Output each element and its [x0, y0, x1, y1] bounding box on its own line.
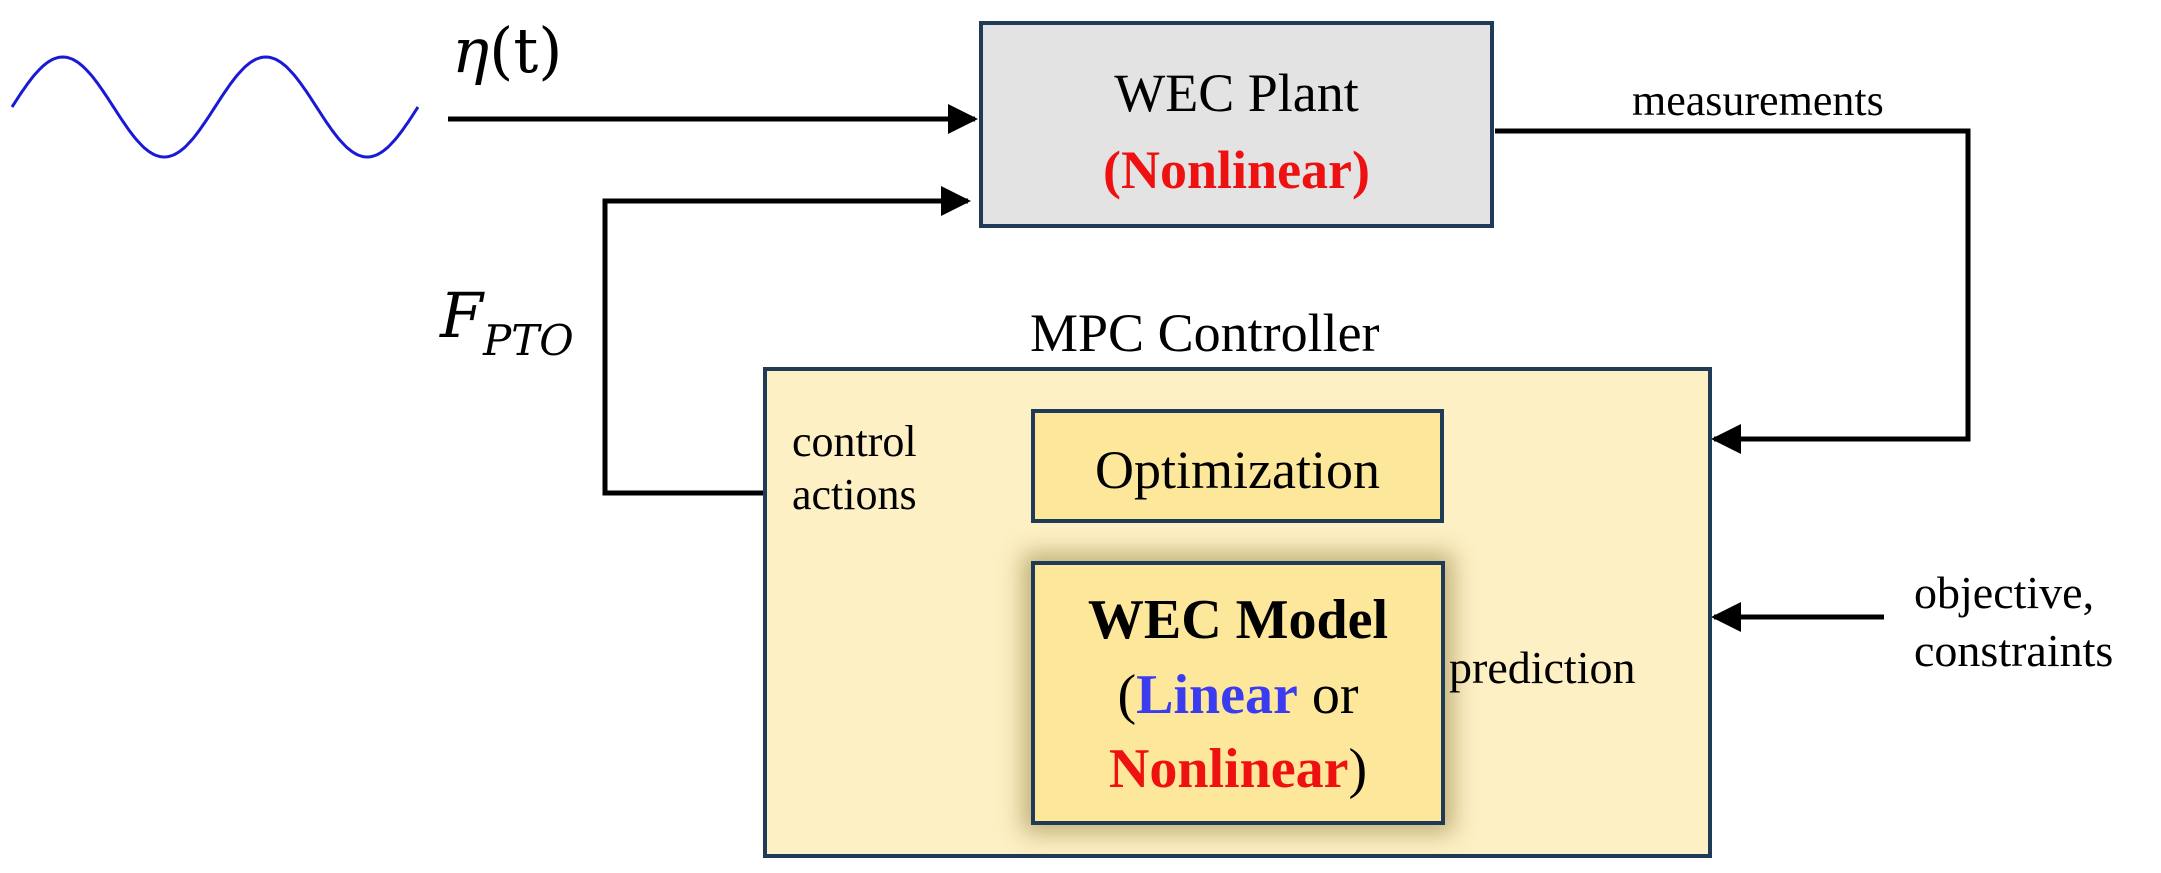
- wave-elevation-label: η(t): [452, 20, 562, 82]
- control-actions-line2: actions: [792, 469, 917, 519]
- wec-model-box: [1031, 561, 1445, 825]
- wec-model-linear-line: (Linear or: [1031, 667, 1445, 723]
- wave-signal: [10, 55, 420, 159]
- prediction-label: prediction: [1449, 642, 1636, 693]
- mpc-controller-title: MPC Controller: [1030, 303, 1380, 363]
- objective-line1: objective,: [1914, 567, 2095, 618]
- wec-plant-nature: (Nonlinear): [1103, 140, 1370, 200]
- wec-model-nonlinear-line: Nonlinear): [1031, 741, 1445, 797]
- wec-plant-box: [979, 21, 1494, 228]
- measurements-label: measurements: [1632, 76, 1884, 125]
- control-actions-label: control actions: [792, 416, 917, 522]
- optimization-box: [1031, 409, 1444, 523]
- objective-line2: constraints: [1914, 624, 2114, 676]
- model-open-paren: (: [1117, 664, 1137, 726]
- pto-force-label: FPTO: [440, 285, 574, 362]
- wec-model-title: WEC Model: [1087, 589, 1389, 651]
- wec-plant-title: WEC Plant: [1114, 63, 1359, 123]
- model-nonlinear-text: Nonlinear: [1108, 738, 1349, 800]
- control-action-feedback-arrow: [602, 186, 971, 496]
- optimization-label: Optimization: [1095, 440, 1380, 500]
- pto-force-subscript: PTO: [483, 316, 574, 365]
- wave-symbol: η: [452, 14, 490, 87]
- model-close-paren: ): [1348, 738, 1368, 800]
- model-or-text: or: [1297, 664, 1359, 726]
- objective-constraints-label: objective, constraints: [1914, 564, 2113, 679]
- measurements-arrow: [1495, 128, 1971, 454]
- wave-arg: (t): [489, 14, 563, 87]
- pto-force-symbol: F: [440, 279, 484, 352]
- model-linear-text: Linear: [1136, 664, 1298, 726]
- control-actions-line1: control: [792, 417, 917, 466]
